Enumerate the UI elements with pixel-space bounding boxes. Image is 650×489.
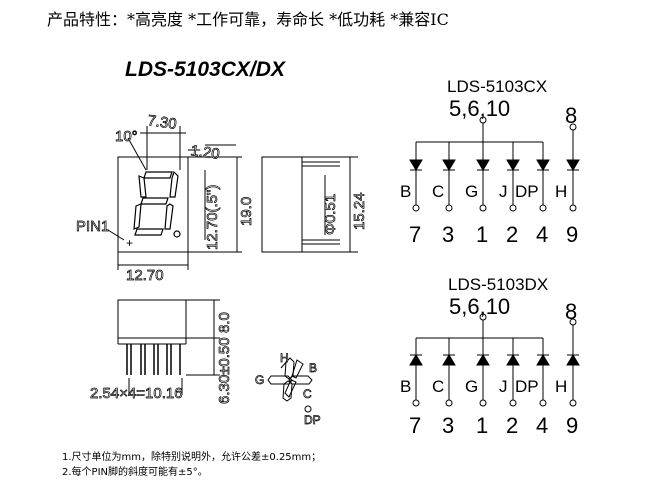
dx-pin-3: 2 xyxy=(506,413,518,438)
dim-right-top: 1.20 xyxy=(189,142,220,163)
bottom-body xyxy=(117,299,187,339)
dx-seg-b: B xyxy=(400,377,411,396)
dx-pin-5: 9 xyxy=(566,413,578,438)
note-1: 1.尺寸单位为mm，除特别说明外，允许公差±0.25mm； xyxy=(62,452,322,463)
dim-body: 8.0 xyxy=(216,312,233,333)
cx-pin-5: 9 xyxy=(566,222,578,247)
dx-seg-j: J xyxy=(499,377,508,396)
cx-pin-3: 2 xyxy=(506,222,518,247)
circuit-dx xyxy=(409,313,580,407)
circuit-cx-common: 5,6,10 xyxy=(449,96,510,121)
dim-width: 12.70 xyxy=(126,267,164,284)
seg-label-c: C xyxy=(303,387,312,401)
digit-outline xyxy=(133,170,181,238)
cx-seg-c: C xyxy=(432,182,444,201)
circuit-dx-right-top: 8 xyxy=(565,299,577,324)
note-2: 2.每个PIN脚的斜度可能有±5°。 xyxy=(62,467,208,478)
dx-seg-h: H xyxy=(555,377,567,396)
dx-seg-g: G xyxy=(465,377,478,396)
cx-seg-b: B xyxy=(400,182,411,201)
cx-seg-dp: DP xyxy=(515,182,539,201)
circuit-cx xyxy=(409,116,580,212)
cx-pin-1: 3 xyxy=(442,222,454,247)
circuit-dx-common: 5,6,10 xyxy=(449,294,510,319)
front-body xyxy=(117,156,189,253)
features-line: 产品特性：*高亮度 *工作可靠，寿命长 *低功耗 *兼容IC xyxy=(47,10,449,29)
side-body xyxy=(261,156,303,253)
cx-pin-0: 7 xyxy=(409,222,421,247)
dx-pin-2: 1 xyxy=(476,413,488,438)
cx-seg-h: H xyxy=(555,182,567,201)
cx-pin-4: 4 xyxy=(536,222,548,247)
dim-top: 7.30 xyxy=(146,112,177,133)
dim-angle: 10° xyxy=(115,128,138,145)
seg-label-g: G xyxy=(255,373,264,387)
dx-seg-c: C xyxy=(432,377,444,396)
seg-label-h: H xyxy=(280,351,289,365)
dx-pin-1: 3 xyxy=(442,413,454,438)
dim-pins: 6.30±0.50 xyxy=(216,337,233,404)
circuit-dx-title: LDS-5103DX xyxy=(448,275,548,294)
cx-seg-g: G xyxy=(465,182,478,201)
dim-digit-height: 12.70(.5") xyxy=(204,185,221,250)
dx-seg-dp: DP xyxy=(515,377,539,396)
front-view: + xyxy=(107,126,242,270)
side-view xyxy=(261,156,358,253)
seg-label-dp: DP xyxy=(304,413,321,427)
svg-text:+: + xyxy=(126,236,133,250)
dx-pin-0: 7 xyxy=(409,413,421,438)
segment-legend xyxy=(267,357,313,413)
dx-pin-4: 4 xyxy=(536,413,548,438)
model-title: LDS-5103CX/DX xyxy=(125,58,285,81)
circuit-cx-right-top: 8 xyxy=(565,103,577,128)
dim-depth: 15.24 xyxy=(351,192,368,230)
pin1-label: PIN1 xyxy=(76,218,109,235)
seg-label-b: B xyxy=(309,361,317,375)
bottom-view xyxy=(117,299,220,395)
dim-pitch: 2.54×4=10.16 xyxy=(90,385,183,402)
dim-pin-dia: Φ0.51 xyxy=(322,194,339,235)
circuit-cx-title: LDS-5103CX xyxy=(447,77,547,96)
cx-seg-j: J xyxy=(499,182,508,201)
cx-pin-2: 1 xyxy=(476,222,488,247)
dim-height: 19.0 xyxy=(238,197,255,226)
